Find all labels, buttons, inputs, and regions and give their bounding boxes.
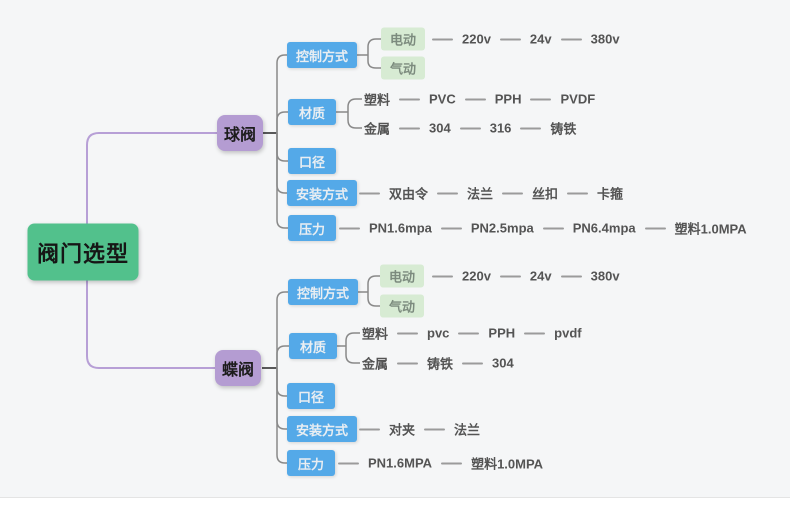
chain-ball-pressure: PN1.6mpa PN2.5mpa PN6.4mpa 塑料1.0MPA [339, 219, 747, 238]
leaf-ball-install-flange[interactable]: 法兰 [467, 186, 494, 202]
connector-line [441, 462, 463, 464]
leaf-ball-plastic-pvc[interactable]: PVC [429, 91, 456, 107]
leaf-butterfly-plastic-pvc[interactable]: pvc [427, 325, 450, 341]
connector-line [399, 127, 421, 129]
chain-ball-plastic: 塑料 PVC PPH PVDF [364, 90, 595, 109]
leaf-butterfly-voltage-380v[interactable]: 380v [590, 268, 620, 284]
chain-butterfly-install: 对夹 法兰 [359, 420, 480, 439]
leaf-butterfly-metal-cast-iron[interactable]: 铸铁 [427, 356, 454, 372]
connector-line [440, 227, 462, 229]
leaf-ball-install-clamp[interactable]: 卡箍 [597, 186, 624, 202]
leaf-butterfly-install-flange[interactable]: 法兰 [454, 422, 481, 438]
chain-butterfly-voltages: 220v 24v 380v [432, 269, 620, 284]
connector-line [524, 332, 546, 334]
connector-line [542, 227, 564, 229]
leaf-ball-voltage-220v[interactable]: 220v [462, 31, 491, 47]
node-butterfly-pneumatic[interactable]: 气动 [380, 294, 424, 318]
chain-butterfly-plastic: 塑料 pvc PPH pvdf [362, 324, 582, 343]
node-root[interactable]: 阀门选型 [27, 223, 139, 281]
leaf-ball-metal-316[interactable]: 316 [489, 120, 512, 136]
connector-line [458, 332, 480, 334]
connector-line [359, 428, 380, 430]
connector-line [520, 127, 542, 129]
connector-line [399, 98, 421, 100]
connector-line [432, 275, 453, 277]
leaf-butterfly-metal-label[interactable]: 金属 [362, 356, 389, 372]
node-butterfly-material[interactable]: 材质 [289, 333, 337, 359]
leaf-butterfly-pressure-pn16[interactable]: PN1.6MPA [368, 455, 433, 471]
connector-line [530, 98, 552, 100]
connector-line [339, 227, 360, 229]
node-ball-control[interactable]: 控制方式 [287, 42, 357, 68]
node-butterfly-pressure[interactable]: 压力 [287, 450, 335, 476]
leaf-ball-pressure-plastic10[interactable]: 塑料1.0MPA [674, 221, 747, 237]
connector-line [499, 275, 521, 277]
leaf-ball-pressure-pn64[interactable]: PN6.4mpa [572, 220, 636, 236]
connector-line [338, 462, 359, 464]
chain-ball-voltages: 220v 24v 380v [432, 32, 620, 47]
leaf-butterfly-plastic-label[interactable]: 塑料 [362, 326, 389, 342]
connector-line [464, 98, 486, 100]
node-ball-pneumatic[interactable]: 气动 [381, 56, 425, 80]
leaf-ball-plastic-pvdf[interactable]: PVDF [560, 91, 596, 107]
node-ball-diameter[interactable]: 口径 [288, 148, 336, 174]
leaf-ball-voltage-380v[interactable]: 380v [590, 31, 620, 47]
connector-line [462, 362, 484, 364]
node-ball-valve[interactable]: 球阀 [217, 115, 263, 151]
leaf-butterfly-plastic-pvdf[interactable]: pvdf [554, 325, 582, 341]
connector-line [424, 428, 446, 430]
leaf-ball-metal-label[interactable]: 金属 [364, 121, 391, 137]
connector-line [499, 38, 521, 40]
leaf-ball-pressure-pn16[interactable]: PN1.6mpa [369, 220, 432, 236]
connector-line [432, 38, 453, 40]
chain-ball-install: 双由令 法兰 丝扣 卡箍 [359, 184, 623, 203]
leaf-ball-install-thread[interactable]: 丝扣 [532, 186, 559, 202]
leaf-ball-voltage-24v[interactable]: 24v [529, 31, 552, 47]
leaf-ball-metal-cast-iron[interactable]: 铸铁 [550, 121, 577, 137]
chain-ball-metal: 金属 304 316 铸铁 [364, 119, 576, 138]
connector-line [459, 127, 481, 129]
connector-line [437, 192, 459, 194]
connector-line [560, 275, 582, 277]
leaf-ball-pressure-pn25[interactable]: PN2.5mpa [470, 220, 534, 236]
leaf-butterfly-plastic-pph[interactable]: PPH [488, 325, 516, 341]
connector-line [567, 192, 589, 194]
window-bottom-edge [0, 497, 790, 506]
branch-stub-connectors [262, 132, 277, 369]
leaf-ball-metal-304[interactable]: 304 [429, 120, 451, 136]
leaf-butterfly-pressure-plastic10[interactable]: 塑料1.0MPA [471, 456, 544, 472]
node-ball-install[interactable]: 安装方式 [287, 180, 357, 206]
node-butterfly-install[interactable]: 安装方式 [287, 416, 357, 442]
connector-line [502, 192, 524, 194]
leaf-butterfly-metal-304[interactable]: 304 [492, 355, 514, 371]
node-butterfly-diameter[interactable]: 口径 [287, 383, 335, 409]
node-butterfly-electric[interactable]: 电动 [380, 264, 424, 288]
node-ball-material[interactable]: 材质 [288, 99, 336, 125]
chain-butterfly-pressure: PN1.6MPA 塑料1.0MPA [338, 454, 543, 473]
chain-butterfly-metal: 金属 铸铁 304 [362, 354, 514, 373]
connector-line [397, 332, 419, 334]
root-branch-connectors [86, 132, 218, 369]
connector-line [644, 227, 666, 229]
node-ball-electric[interactable]: 电动 [381, 27, 425, 51]
leaf-ball-plastic-label[interactable]: 塑料 [364, 92, 391, 108]
connector-line [359, 192, 380, 194]
bracket-connectors [276, 38, 381, 464]
connector-line [397, 362, 419, 364]
leaf-butterfly-voltage-220v[interactable]: 220v [462, 268, 491, 284]
node-butterfly-valve[interactable]: 蝶阀 [215, 350, 261, 386]
leaf-butterfly-voltage-24v[interactable]: 24v [529, 268, 552, 284]
leaf-ball-install-union[interactable]: 双由令 [389, 186, 429, 202]
node-butterfly-control[interactable]: 控制方式 [288, 279, 358, 305]
leaf-butterfly-install-wafer[interactable]: 对夹 [389, 422, 416, 438]
node-ball-pressure[interactable]: 压力 [288, 215, 336, 241]
leaf-ball-plastic-pph[interactable]: PPH [494, 91, 522, 107]
connector-line [560, 38, 582, 40]
